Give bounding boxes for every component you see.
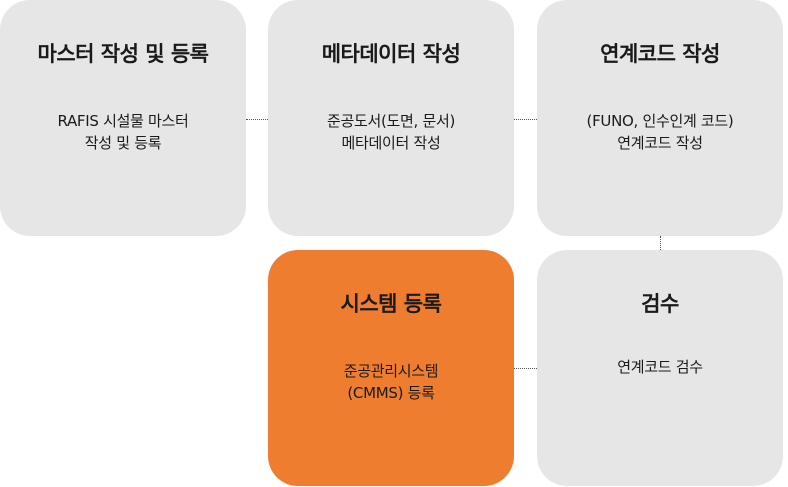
step-title: 마스터 작성 및 등록 <box>37 42 210 66</box>
connector-3-5 <box>660 236 661 250</box>
step-description: 준공도서(도면, 문서) 메타데이터 작성 <box>326 112 456 152</box>
step-metadata-card: 메타데이터 작성 준공도서(도면, 문서) 메타데이터 작성 <box>268 0 514 236</box>
step-title: 검수 <box>641 292 679 316</box>
step-link-code-card: 연계코드 작성 (FUNO, 인수인계 코드) 연계코드 작성 <box>537 0 783 236</box>
step-title: 시스템 등록 <box>340 292 442 316</box>
connector-5-4 <box>514 368 537 369</box>
step-system-registration-card: 시스템 등록 준공관리시스템 (CMMS) 등록 <box>268 250 514 486</box>
step-description: 준공관리시스템 (CMMS) 등록 <box>343 362 439 402</box>
step-master-registration-card: 마스터 작성 및 등록 RAFIS 시설물 마스터 작성 및 등록 <box>0 0 246 236</box>
connector-2-3 <box>514 119 537 120</box>
step-description: RAFIS 시설물 마스터 작성 및 등록 <box>57 112 189 152</box>
step-title: 메타데이터 작성 <box>321 42 461 66</box>
step-description: 연계코드 검수 <box>617 358 703 376</box>
step-inspection-card: 검수 연계코드 검수 <box>537 250 783 486</box>
step-title: 연계코드 작성 <box>600 42 720 66</box>
step-description: (FUNO, 인수인계 코드) 연계코드 작성 <box>586 112 734 152</box>
connector-1-2 <box>246 119 268 120</box>
